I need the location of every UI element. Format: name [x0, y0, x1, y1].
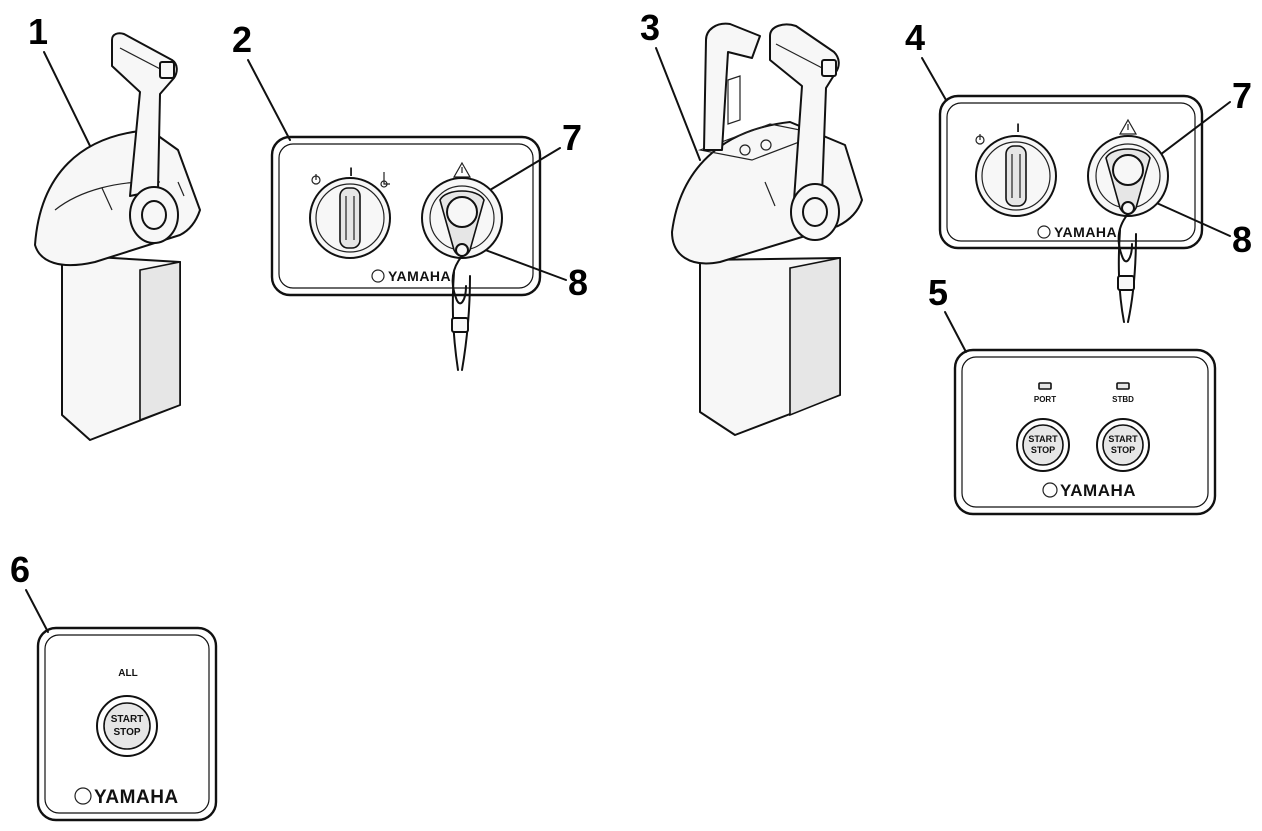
- lanyard-clip-cord: [451, 255, 471, 371]
- svg-text:YAMAHA: YAMAHA: [1060, 481, 1136, 500]
- port-indicator-lamp: [1038, 382, 1052, 390]
- leader-5: [944, 311, 967, 353]
- svg-text:START: START: [111, 714, 144, 725]
- main-switch-panel-dual: I: [938, 94, 1204, 323]
- callout-7-right: 7: [1232, 75, 1253, 116]
- svg-text:START: START: [1108, 434, 1138, 444]
- callout-7-left: 7: [562, 117, 583, 158]
- leader-lines: [25, 47, 1231, 633]
- leader-6: [25, 589, 49, 633]
- brand-logo: YAMAHA: [74, 787, 179, 808]
- single-lever-remote-control: [34, 32, 201, 441]
- ignition-off-icon: [975, 134, 985, 145]
- start-stop-panel-dual: PORT STBD START STOP START STOP YAMAHA: [953, 348, 1217, 516]
- stbd-label: STBD: [1112, 395, 1134, 404]
- leader-2: [247, 59, 291, 141]
- svg-text:STOP: STOP: [1111, 445, 1135, 455]
- main-switch-knob: [309, 177, 391, 259]
- svg-text:YAMAHA: YAMAHA: [388, 268, 451, 284]
- leader-1: [43, 51, 93, 151]
- all-label: ALL: [118, 668, 137, 679]
- stbd-indicator-lamp: [1116, 382, 1130, 390]
- svg-text:STOP: STOP: [1031, 445, 1055, 455]
- all-start-stop-button: START STOP: [96, 695, 158, 757]
- warning-triangle-icon: [1118, 118, 1138, 135]
- callout-5: 5: [928, 272, 949, 313]
- callout-2: 2: [232, 19, 253, 60]
- stbd-start-stop-button: START STOP: [1096, 418, 1150, 472]
- ignition-start-icon: [380, 172, 390, 188]
- callout-6: 6: [10, 549, 31, 590]
- leader-3: [655, 47, 701, 161]
- engine-stop-switch: [1087, 135, 1169, 217]
- dual-lever-remote-control: [671, 22, 863, 436]
- warning-triangle-icon: [452, 161, 472, 178]
- main-switch-knob: [975, 135, 1057, 217]
- brand-logo: YAMAHA: [371, 268, 451, 284]
- lanyard-clip-cord: [1117, 213, 1137, 323]
- leader-8-left: [479, 247, 567, 281]
- engine-stop-switch: [421, 177, 503, 259]
- svg-text:STOP: STOP: [113, 727, 140, 738]
- ignition-off-icon: [311, 174, 321, 185]
- callout-8-left: 8: [568, 262, 589, 303]
- svg-text:START: START: [1028, 434, 1058, 444]
- svg-text:YAMAHA: YAMAHA: [1054, 224, 1117, 240]
- leader-4: [921, 57, 947, 101]
- callout-3: 3: [640, 7, 661, 48]
- mark-on: I: [349, 165, 352, 179]
- leader-8-right: [1149, 199, 1231, 237]
- callout-4: 4: [905, 17, 926, 58]
- callout-1: 1: [28, 11, 49, 52]
- brand-logo: YAMAHA: [1037, 224, 1117, 240]
- start-stop-panel-all: ALL START STOP YAMAHA: [36, 626, 218, 822]
- brand-logo: YAMAHA: [1042, 481, 1136, 500]
- main-switch-panel-single: I: [270, 135, 542, 371]
- port-start-stop-button: START STOP: [1016, 418, 1070, 472]
- port-label: PORT: [1034, 395, 1056, 404]
- mark-on: I: [1016, 121, 1019, 135]
- svg-text:YAMAHA: YAMAHA: [94, 787, 179, 808]
- callout-8-right: 8: [1232, 219, 1253, 260]
